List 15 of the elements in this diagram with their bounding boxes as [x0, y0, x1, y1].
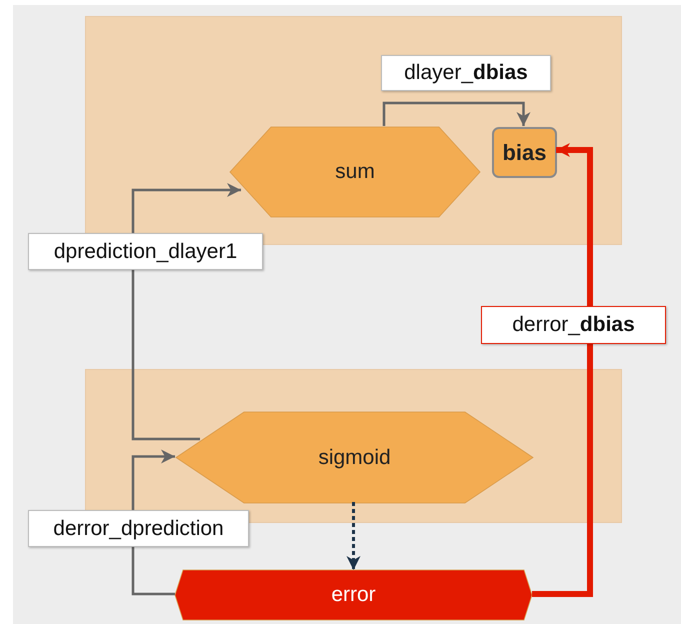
bias-box	[492, 127, 557, 178]
node-label: error	[331, 583, 376, 607]
edge-label: dprediction_dlayer1	[28, 233, 263, 270]
node-label: bias	[502, 140, 547, 166]
arrow	[532, 143, 593, 597]
process-hexagon	[230, 127, 480, 217]
node-label: sigmoid	[318, 446, 391, 470]
edge-label: derror_dprediction	[28, 510, 249, 547]
arrow	[346, 502, 360, 570]
arrow	[382, 102, 530, 126]
arrow	[132, 183, 241, 440]
edge-label: dlayer_dbias	[381, 55, 551, 91]
process-hexagon	[176, 412, 533, 503]
node-label: sum	[335, 160, 375, 184]
edge-label: derror_dbias	[481, 306, 666, 344]
